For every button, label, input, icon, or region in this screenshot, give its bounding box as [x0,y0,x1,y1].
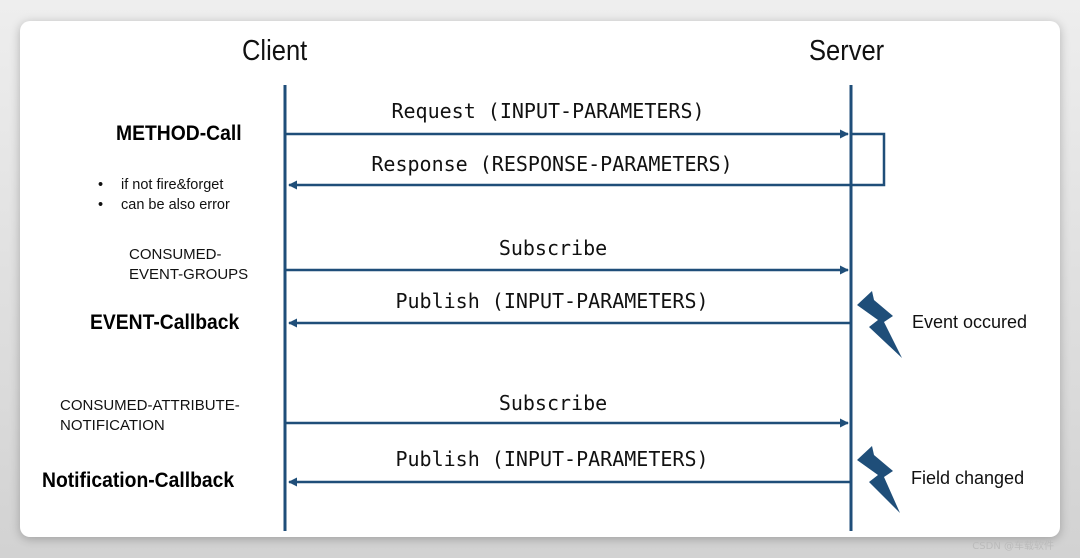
publish-event-label: Publish (INPUT-PARAMETERS) [395,289,709,313]
consumed-attribute-notification-label: CONSUMED-ATTRIBUTE- NOTIFICATION [60,397,240,434]
method-note-item: if not fire&forget [98,175,230,195]
lightning-bolt-icon [857,291,902,358]
field-changed-label: Field changed [911,468,1025,488]
method-note-item: can be also error [98,195,230,215]
event-occured-label: Event occured [912,312,1028,332]
lightning-bolt-icon [857,446,900,513]
response-label: Response (RESPONSE-PARAMETERS) [371,152,733,176]
diagram-card [20,21,1060,537]
request-label: Request (INPUT-PARAMETERS) [391,99,705,123]
publish-notification-label: Publish (INPUT-PARAMETERS) [395,447,709,471]
consumed-event-groups-label: CONSUMED- EVENT-GROUPS [129,246,249,283]
event-callback-label: EVENT-Callback [90,311,240,334]
subscribe-notification-label: Subscribe [498,391,608,415]
method-call-label: METHOD-Call [116,122,242,145]
notification-callback-label: Notification-Callback [42,469,235,492]
server-header: Server [809,35,885,67]
client-header: Client [242,35,308,67]
subscribe-event-label: Subscribe [498,236,608,260]
server-processing-loop [852,132,886,187]
method-notes-list: if not fire&forget can be also error [98,175,230,215]
watermark: CSDN @车载软件 [972,541,1054,552]
